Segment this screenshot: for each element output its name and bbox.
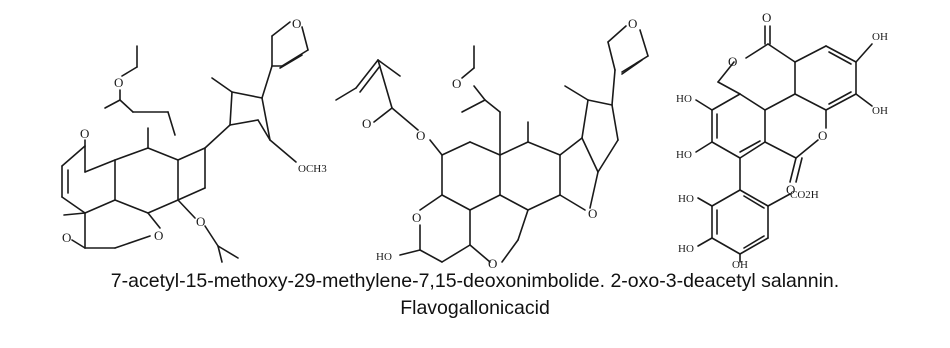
molecule-2-structure: O O O O HO O O O <box>335 16 649 268</box>
mol1-atom-o-ring: O <box>154 228 163 243</box>
mol2-atom-o-furan: O <box>628 16 637 31</box>
mol2-atom-o-bridge: O <box>588 206 597 221</box>
mol3-atom-ho-upper: HO <box>676 93 692 105</box>
mol2-atom-o-ester-link: O <box>416 128 425 143</box>
figure-caption: 7-acetyl-15-methoxy-29-methylene-7,15-de… <box>0 268 950 322</box>
caption-line-1: 7-acetyl-15-methoxy-29-methylene-7,15-de… <box>110 270 840 292</box>
molecule-3-structure: O O OH OH O O HO HO CO2H HO HO OH <box>676 10 888 268</box>
caption-line-2: Flavogallonicacid <box>400 297 550 319</box>
mol1-atom-och3: OCH3 <box>298 163 327 175</box>
mol3-atom-oh-bottom: OH <box>732 259 748 268</box>
mol3-atom-o-ring-right: O <box>818 128 827 143</box>
mol3-atom-ho-lower2: HO <box>678 243 694 255</box>
mol3-atom-o-ring-top: O <box>728 54 737 69</box>
mol3-atom-co2h: CO2H <box>790 189 819 201</box>
mol3-atom-ho-lower1: HO <box>678 193 694 205</box>
mol2-atom-o-thf: O <box>488 256 497 268</box>
mol1-atom-o-ester1: O <box>114 75 123 90</box>
mol1-atom-o-ketone: O <box>80 126 89 141</box>
mol2-atom-ho: HO <box>376 251 392 263</box>
mol1-atom-o-acetate: O <box>196 214 205 229</box>
molecule-1-structure: O O O O O O OCH3 <box>61 16 327 263</box>
mol2-atom-o-tiglate: O <box>362 116 371 131</box>
chemical-structures-figure: O O O O O O OCH3 <box>61 10 888 268</box>
mol2-atom-o-pyran: O <box>412 210 421 225</box>
mol3-atom-o-carbonyl-mid: O <box>786 182 795 197</box>
mol3-atom-oh-right: OH <box>872 105 888 117</box>
mol2-atom-o-ester2: O <box>452 76 461 91</box>
mol3-atom-oh-top-right: OH <box>872 31 888 43</box>
mol1-atom-o-furan: O <box>292 16 301 31</box>
mol3-atom-ho-mid: HO <box>676 149 692 161</box>
mol3-atom-o-carbonyl-top: O <box>762 10 771 25</box>
mol1-atom-o-lactone: O <box>62 230 71 245</box>
